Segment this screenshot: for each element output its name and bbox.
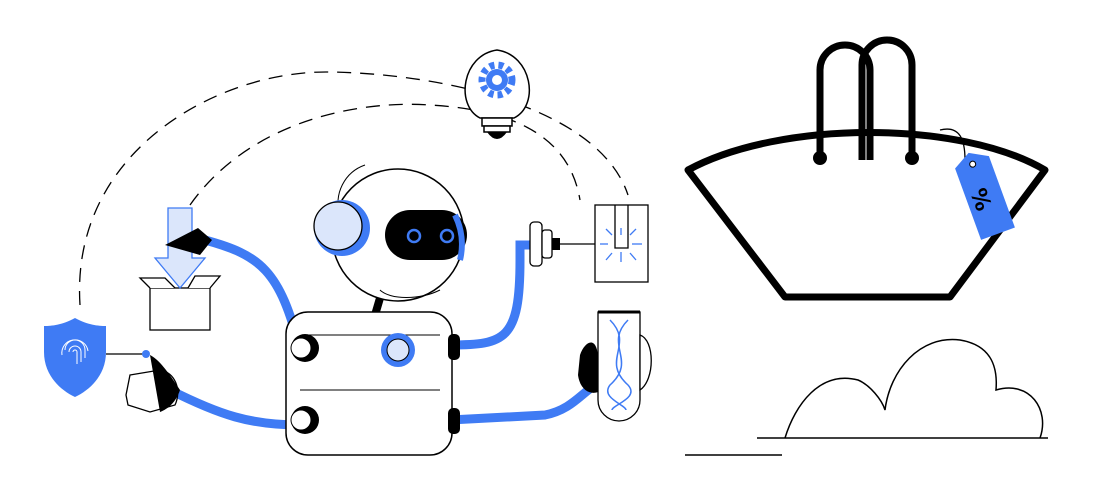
fingerprint-shield-icon [44,318,150,397]
lightbulb-gear-icon [464,49,530,139]
download-box-icon [138,207,222,331]
laser-device-icon [529,204,649,283]
cloud-outline [685,338,1048,456]
dashed-arc-outer [78,71,629,306]
robot-eye-right [439,228,455,244]
robot-body [285,311,460,456]
price-tag: % [955,152,1015,240]
robot-head [313,164,467,317]
robot-hand-left [125,355,180,413]
robot-eye-left [406,228,422,244]
shopping-bag-icon [684,36,1049,301]
robot-visor [385,210,467,260]
dna-test-tube-icon [578,310,652,422]
